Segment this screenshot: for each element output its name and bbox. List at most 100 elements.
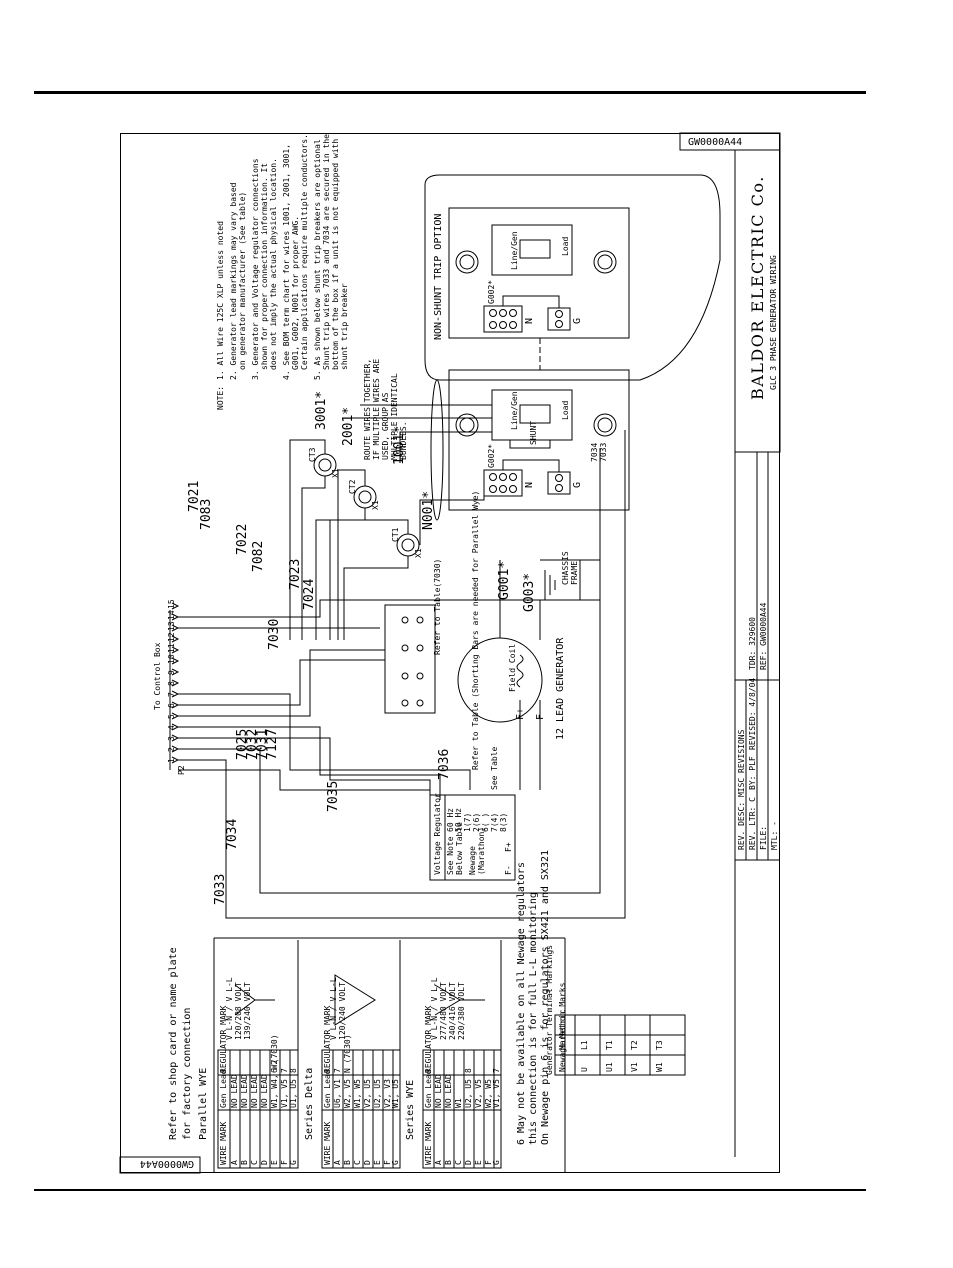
rev-ltr: REV. LTR: C (748, 797, 757, 850)
g002-label: G002* (487, 444, 496, 468)
svg-text:V L-N / V L-L: V L-N / V L-L (430, 977, 439, 1040)
terminal-numbers: 1 2 3 4 5 6 7 8 9 10 11 12 13 14 15 (167, 599, 176, 763)
svg-text:V2, V5: V2, V5 (474, 1079, 483, 1108)
wire-7033 (178, 430, 626, 919)
svg-text:9: 9 (167, 670, 176, 675)
svg-text:C: C (353, 1160, 362, 1165)
non-shunt-option-outline (424, 174, 721, 381)
svg-text:7: 7 (333, 1068, 342, 1073)
wire-7083 (289, 439, 326, 640)
note-line: shunt trip breaker (340, 283, 349, 370)
control-box-label: To Control Box (153, 642, 162, 710)
regulator-hz60: 60 Hz (446, 808, 455, 832)
mtl-field: MTL: - (770, 821, 779, 850)
wire-label-7032: 7032 (245, 729, 260, 760)
g002-jumper-shunt (502, 459, 560, 472)
table-terminal-markings (554, 1014, 686, 1076)
svg-text:W2, V5: W2, V5 (343, 1079, 352, 1108)
svg-text:W1: W1 (655, 1062, 664, 1072)
svg-text:W1, W5: W1, W5 (353, 1079, 362, 1108)
breaker-panel-non-shunt (448, 207, 630, 339)
ct2-label: CT2 (348, 479, 357, 494)
svg-text:139/240 VOLT: 139/240 VOLT (243, 982, 252, 1040)
refer-table-label: Refer to Table (Shorting Bars are needed… (471, 491, 480, 770)
svg-text:3: 3 (167, 736, 176, 741)
drawing-number-box-top (679, 132, 781, 151)
f-minus-label: F- (535, 708, 546, 720)
svg-text:V1: V1 (630, 1062, 639, 1072)
mounting-hole-inner (459, 417, 475, 433)
svg-text:L1: L1 (580, 1040, 589, 1050)
f-plus-label: F+ (515, 708, 526, 720)
regulator-below-table: Below Table (455, 822, 464, 875)
wire-label-7083: 7083 (199, 499, 214, 530)
svg-text:2: 2 (167, 747, 176, 752)
svg-text:T3: T3 (655, 1040, 664, 1050)
series-delta-title: Series Delta (304, 1068, 315, 1140)
svg-text:B: B (444, 1160, 453, 1165)
note-line: bottom of the box if a unit is not equip… (331, 139, 340, 370)
header-rule (34, 91, 866, 94)
g002-label: G002* (487, 280, 496, 304)
breaker-line-gen-label: Line/Gen (510, 231, 519, 270)
svg-text:WIRE MARK: WIRE MARK (323, 1121, 332, 1165)
svg-text:WIRE MARK: WIRE MARK (424, 1121, 433, 1165)
svg-text:B: B (240, 1160, 249, 1165)
see-table-label: See Table (490, 746, 499, 790)
note-line: 1. All Wire 125C XLP unless noted (216, 221, 225, 380)
svg-text:NO LEAD: NO LEAD (240, 1074, 249, 1108)
svg-text:NO LEAD: NO LEAD (230, 1074, 239, 1108)
wire-7036 (178, 693, 471, 790)
svg-text:5: 5 (167, 714, 176, 719)
ground-lug-shunt (547, 471, 571, 495)
chassis-label: CHASSIS (561, 551, 570, 585)
wire-label-7023: 7023 (288, 559, 303, 590)
svg-text:N (7030): N (7030) (343, 1034, 352, 1073)
wire-label-n001: N001* (421, 491, 436, 530)
revised-date: REVISED: 4/8/04 (748, 678, 757, 750)
voltage-regulator-box (429, 794, 516, 881)
wire-label-1001: 1001* (392, 426, 407, 465)
svg-text:F: F (383, 1160, 392, 1165)
svg-text:T2: T2 (630, 1040, 639, 1050)
svg-text:V L-N / V L-L: V L-N / V L-L (225, 977, 234, 1040)
generator-connection-block (384, 604, 436, 714)
field-coil (516, 654, 524, 688)
regulator-f-plus: F+ (504, 842, 513, 852)
breaker-load-label: Load (561, 237, 570, 256)
svg-text:V2, V3: V2, V3 (383, 1079, 392, 1108)
terminal-prefix: P2 (177, 765, 186, 775)
svg-text:NO LEAD: NO LEAD (434, 1074, 443, 1108)
wire-7034 (178, 448, 601, 894)
mounting-hole-inner (597, 254, 613, 270)
wire-7031 (178, 726, 441, 800)
svg-text:14: 14 (167, 610, 176, 620)
svg-text:F: F (280, 1160, 289, 1165)
svg-text:7: 7 (492, 1068, 501, 1073)
svg-text:U1: U1 (605, 1062, 614, 1072)
svg-text:220/380 VOLT: 220/380 VOLT (457, 982, 466, 1040)
mounting-hole-inner (597, 417, 613, 433)
note-line: shown for proper connection information.… (260, 163, 269, 370)
field-coil-label: Field Coil (508, 644, 517, 692)
drawing-sheet-border (120, 133, 780, 1173)
svg-text:V1, V5: V1, V5 (492, 1079, 501, 1108)
svg-text:T1: T1 (605, 1040, 614, 1050)
route-note: IF MULTIPLE WIRES ARE (372, 359, 381, 460)
wire-label-7022: 7022 (235, 524, 250, 555)
svg-text:Newage Metric: Newage Metric (558, 1009, 567, 1072)
note-line: 5. As shown below shunt trip breakers ar… (313, 139, 322, 380)
wire-label-7036: 7036 (437, 749, 452, 780)
ct3-label: CT3 (308, 447, 317, 462)
svg-text:8: 8 (464, 1068, 473, 1073)
wire-7023 (343, 556, 409, 640)
breaker-non-shunt-body (491, 224, 573, 276)
svg-text:4: 4 (167, 725, 176, 730)
svg-text:120/240 VOLT: 120/240 VOLT (338, 982, 347, 1040)
ct1-label: CT1 (391, 527, 400, 542)
regulator-t3: 6( ) (481, 813, 490, 832)
svg-text:REGULATOR MARK: REGULATOR MARK (424, 1005, 433, 1073)
series-wye-title: Series WYE (405, 1080, 416, 1140)
neutral-label: N (524, 482, 535, 488)
svg-text:Gen Lead: Gen Lead (323, 1069, 332, 1108)
